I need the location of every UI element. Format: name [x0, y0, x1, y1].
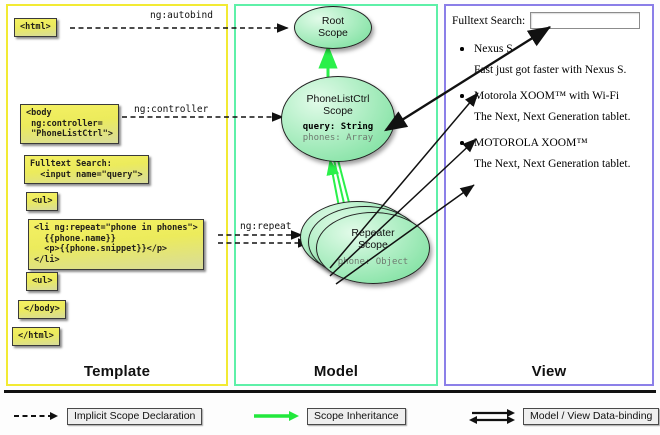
legend-model-view-data-binding: Model / View Data-binding — [468, 407, 660, 425]
view-item-title: Nexus S — [474, 43, 513, 55]
legend-divider — [4, 390, 656, 393]
view-item-title: Motorola XOOM™ with Wi-Fi — [474, 90, 620, 102]
prop-phone: phone: Object — [337, 256, 409, 267]
legend-scope-inheritance: Scope Inheritance — [252, 407, 406, 425]
view-search-label: Fulltext Search: — [452, 14, 526, 27]
edge-label-controller: ng:controller — [134, 104, 209, 115]
edge-label-autobind: ng:autobind — [150, 10, 213, 21]
legend-label: Implicit Scope Declaration — [67, 407, 203, 425]
repeater-scope-props: phone: Object — [338, 257, 408, 268]
view-item-desc: The Next, Next Generation tablet. — [474, 158, 631, 170]
template-box-ul-close[interactable]: <ul> — [26, 272, 59, 291]
template-box-fulltext-search[interactable]: Fulltext Search: <input name="query"> — [24, 155, 149, 185]
bullet-icon — [460, 94, 464, 98]
fulltext-search-input[interactable] — [530, 12, 641, 29]
template-box-li-repeat[interactable]: <li ng:repeat="phone in phones"> {{phone… — [28, 219, 204, 270]
dashed-arrow-icon — [14, 412, 58, 420]
template-box-html-close[interactable]: </html> — [12, 327, 60, 346]
model-column: Model — [234, 4, 438, 386]
view-column-label: View — [531, 363, 567, 380]
template-column-label: Template — [83, 363, 151, 380]
template-box-body-close[interactable]: </body> — [18, 300, 66, 319]
legend-label: Model / View Data-binding — [523, 407, 660, 425]
view-panel: Fulltext Search: Nexus S Fast just got f… — [452, 12, 648, 170]
template-box-ul-open[interactable]: <ul> — [26, 192, 59, 211]
solid-arrow-icon — [254, 411, 299, 421]
model-column-label: Model — [313, 363, 359, 380]
view-search-row: Fulltext Search: — [452, 12, 648, 29]
template-box-body-controller[interactable]: <body ng:controller= "PhoneListCtrl"> — [20, 104, 119, 144]
edge-label-repeat: ng:repeat — [240, 221, 292, 232]
view-list-item[interactable]: Motorola XOOM™ with Wi-Fi — [452, 90, 648, 102]
bullet-icon — [460, 141, 464, 145]
template-box-html-open[interactable]: <html> — [14, 18, 57, 37]
view-item-desc: The Next, Next Generation tablet. — [474, 111, 631, 123]
prop-phones: phones: Array — [302, 133, 374, 144]
bullet-icon — [460, 47, 464, 51]
view-item-title: MOTOROLA XOOM™ — [474, 137, 588, 149]
prop-query: query: String — [302, 122, 374, 133]
view-item-desc: Fast just got faster with Nexus S. — [474, 64, 627, 76]
view-list-item[interactable]: Nexus S — [452, 43, 648, 55]
double-arrow-icon — [469, 409, 515, 424]
phonelistctrl-scope-props: query: String phones: Array — [303, 122, 373, 144]
view-list-item[interactable]: MOTOROLA XOOM™ — [452, 137, 648, 149]
legend-label: Scope Inheritance — [307, 407, 406, 425]
legend-implicit-scope-declaration: Implicit Scope Declaration — [12, 407, 203, 425]
